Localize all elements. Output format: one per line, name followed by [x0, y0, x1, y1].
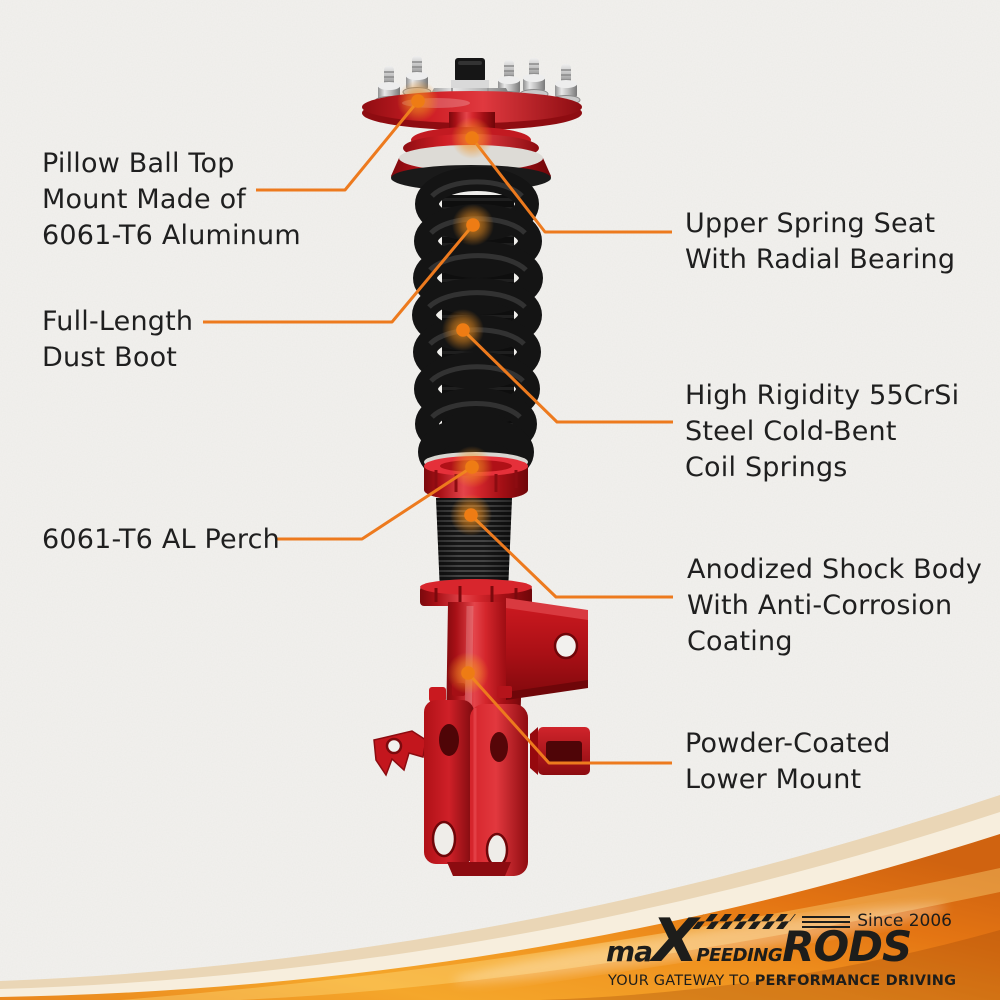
callout-label-dust-boot: Full-Length Dust Boot	[42, 306, 194, 373]
brand-logo: Since 2006 ma X peeding RODS YOUR GATEWA…	[606, 901, 956, 993]
brand-tagline: YOUR GATEWAY TO PERFORMANCE DRIVING	[608, 973, 956, 989]
leader-lines	[203, 100, 673, 765]
tagline-regular: YOUR GATEWAY TO	[608, 973, 755, 989]
side-bracket-part	[506, 598, 588, 700]
lower-mount-part	[373, 683, 590, 876]
leader-pillow-ball	[256, 100, 420, 192]
brand-x: X	[652, 906, 698, 976]
mount-plate-right	[470, 704, 528, 876]
marker-dots	[397, 80, 494, 694]
callout-label-al-perch: 6061-T6 AL Perch	[42, 524, 280, 555]
brand-rods: RODS	[782, 922, 912, 971]
leader-shock-body	[469, 513, 673, 599]
marker-dot-coil-springs	[442, 309, 484, 351]
marker-dot-shock-body	[450, 494, 492, 536]
mount-bottom-flange	[447, 862, 511, 876]
marker-dot-al-perch	[451, 446, 493, 488]
callout-label-shock-body: Anodized Shock Body With Anti-Corrosion …	[687, 554, 983, 657]
callout-label-lower-mount: Powder-Coated Lower Mount	[685, 728, 891, 795]
callout-label-coil-springs: High Rigidity 55CrSi Steel Cold-Bent Coi…	[685, 380, 960, 483]
callout-label-upper-spring-seat: Upper Spring Seat With Radial Bearing	[685, 208, 956, 275]
callout-label-pillow-ball-top-mount: Pillow Ball Top Mount Made of 6061-T6 Al…	[42, 148, 301, 251]
lock-collar-part	[420, 579, 532, 606]
coilover-illustration	[362, 56, 590, 876]
brand-wordmark: ma X peeding RODS	[606, 906, 954, 976]
speed-lines-icon	[802, 916, 851, 928]
marker-dot-lower-mount	[447, 652, 489, 694]
mount-tab	[497, 686, 512, 698]
leader-coil-springs	[461, 328, 673, 424]
marker-dot-upper-spring-seat	[451, 117, 493, 159]
mount-tab	[429, 687, 446, 702]
banner-orange-band	[0, 834, 1000, 1000]
since-label: Since 2006	[857, 911, 952, 931]
tagline-bold: PERFORMANCE DRIVING	[754, 973, 957, 989]
logo-top-row: Since 2006	[692, 911, 952, 931]
banner-shadow	[540, 930, 1000, 1000]
marker-dot-dust-boot	[452, 204, 494, 246]
lower-mount-hook	[373, 730, 427, 777]
brand-peeding: peeding	[696, 938, 783, 968]
leader-dust-boot	[203, 224, 475, 324]
leader-al-perch	[277, 465, 473, 541]
mount-plate-left	[424, 700, 474, 864]
marker-dot-pillow-ball-top-mount	[397, 80, 439, 122]
leader-lower-mount	[466, 671, 672, 765]
brand-ma: ma	[606, 935, 653, 968]
leader-upper-spring-seat	[470, 137, 672, 234]
